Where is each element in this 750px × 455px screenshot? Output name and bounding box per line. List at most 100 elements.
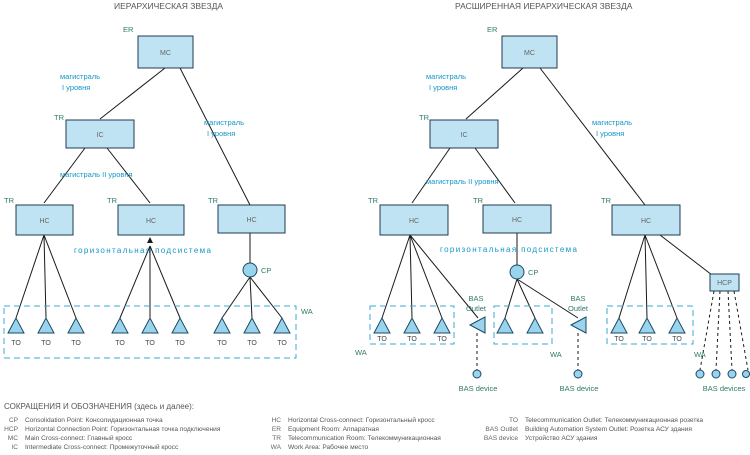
right-ic-label: IC — [461, 132, 468, 139]
right-hcp-box — [709, 273, 740, 292]
right-hc1-box — [379, 204, 449, 236]
right-bas-outlet-1-line1: BAS — [468, 294, 483, 303]
left-horizontal-label: горизонтальная подсистема — [74, 246, 212, 255]
right-bas-device-2-label: BAS device — [560, 384, 599, 393]
right-hc1-label: HC — [409, 218, 419, 225]
right-to-3-label: TO — [437, 336, 447, 343]
right-ic-hc2-link — [474, 147, 516, 204]
left-mc-box — [137, 35, 194, 69]
left-hc1-to3-link — [43, 234, 77, 319]
left-to-9-icon — [273, 316, 291, 334]
right-wa-area-2 — [493, 305, 553, 345]
left-to-2-label: TO — [41, 340, 51, 347]
legend-desc: Work Area: Рабочее место — [288, 443, 369, 451]
right-tr-label-ic: TR — [419, 113, 430, 122]
right-tr-label-hc2: TR — [473, 196, 484, 205]
right-ic-hc1-link — [411, 147, 451, 204]
legend-desc: Main Cross-connect: Главный кросс — [25, 434, 133, 442]
right-bas-device-1-label: BAS device — [459, 384, 498, 393]
right-to-6-icon — [610, 316, 628, 334]
right-hcp-dev2-link — [715, 290, 721, 371]
right-to-1-icon — [373, 316, 391, 334]
left-to-3-icon — [67, 316, 85, 334]
right-wa-label-2: WA — [550, 350, 562, 359]
right-backbone1-b-line1: магистраль — [592, 118, 632, 127]
left-to-7-label: TO — [217, 340, 227, 347]
right-hcp-dev3-link — [727, 290, 733, 371]
left-to-6-label: TO — [175, 340, 185, 347]
right-to-7-icon — [638, 316, 656, 334]
left-wa-area — [3, 305, 297, 359]
left-tr-label-hc2: TR — [107, 196, 118, 205]
right-bas-outlet-2-icon — [569, 316, 587, 334]
legend-abbr: TO — [509, 417, 518, 424]
right-mc-ic-link — [465, 67, 524, 120]
right-backbone2-label: магистраль II уровня — [426, 177, 499, 186]
right-tr-label-hc3: TR — [601, 196, 612, 205]
legend-desc: Building Automation System Outlet: Розет… — [525, 426, 692, 433]
left-to-3-label: TO — [71, 340, 81, 347]
left-hc2-label: HC — [146, 218, 156, 225]
right-to-7-label: TO — [642, 336, 652, 343]
left-to-1-label: TO — [11, 340, 21, 347]
legend-abbr: CP — [9, 417, 19, 424]
left-backbone1-a-line1: магистраль — [60, 72, 100, 81]
left-to-group-2: TO TO TO — [111, 316, 189, 347]
right-hc1-to2-link — [409, 234, 413, 319]
right-to-2-icon — [403, 316, 421, 334]
right-hc1-to3-link — [409, 234, 443, 319]
left-to-4-label: TO — [115, 340, 125, 347]
legend-abbr: HCP — [4, 426, 19, 433]
right-wa-label-1: WA — [355, 348, 367, 357]
left-to-5-label: TO — [145, 340, 155, 347]
legend-abbr: ER — [272, 426, 281, 433]
right-er-label: ER — [487, 25, 498, 34]
legend: СОКРАЩЕНИЯ И ОБОЗНАЧЕНИЯ (здесь и далее)… — [4, 402, 703, 451]
right-hc1-to1-link — [381, 234, 411, 319]
legend-desc: Consolidation Point: Консолидационная то… — [25, 417, 163, 424]
left-diagram: ИЕРАРХИЧЕСКАЯ ЗВЕЗДА ER MC TR IC TR HC T… — [3, 1, 313, 359]
left-tr-label-hc3: TR — [208, 196, 219, 205]
left-cp-to3-link — [249, 276, 283, 319]
left-hc3-label: HC — [246, 217, 256, 224]
left-to-group-3: TO TO TO — [213, 316, 291, 347]
legend-desc: Horizontal Connection Point: Горизонталь… — [25, 426, 221, 433]
left-backbone1-b-line1: магистраль — [204, 118, 244, 127]
legend-col-3: TO Telecommunication Outlet: Телекоммуни… — [484, 417, 704, 442]
left-backbone2-label: магистраль II уровня — [60, 170, 133, 179]
right-mc-hc3-link — [539, 67, 646, 206]
left-ic-box — [65, 119, 135, 149]
right-to-4-icon — [496, 316, 514, 334]
right-to-8-icon — [668, 316, 686, 334]
right-bas-outlet-1-line2: Outlet — [466, 304, 487, 313]
left-hc2-box — [117, 204, 185, 236]
right-backbone1-b-line2: I уровня — [596, 129, 624, 138]
legend-abbr: IC — [11, 444, 18, 451]
right-hcp-label: HCP — [717, 280, 732, 287]
right-hc3-to1-link — [618, 234, 646, 319]
left-mc-hc3-link — [179, 67, 251, 206]
left-cp-to1-link — [221, 276, 251, 319]
right-backbone1-a-line2: I уровня — [429, 83, 457, 92]
left-ic-label: IC — [97, 132, 104, 139]
left-tr-label-ic: TR — [54, 113, 65, 122]
left-hc2-to3-link — [149, 245, 181, 319]
left-to-8-label: TO — [247, 340, 257, 347]
legend-desc: Устройство АСУ здания — [525, 434, 598, 442]
left-to-5-icon — [141, 316, 159, 334]
legend-heading: СОКРАЩЕНИЯ И ОБОЗНАЧЕНИЯ (здесь и далее)… — [4, 402, 194, 411]
right-bas-device-5-icon — [727, 369, 737, 379]
left-to-4-icon — [111, 316, 129, 334]
right-cp-label: CP — [528, 268, 538, 277]
legend-abbr: BAS device — [484, 435, 518, 442]
legend-col-2: HC Horizontal Cross-connect: Горизонталь… — [271, 416, 442, 451]
left-hc2-to1-link — [119, 245, 151, 319]
left-title: ИЕРАРХИЧЕСКАЯ ЗВЕЗДА — [114, 1, 223, 11]
right-bas-device-3-icon — [695, 369, 705, 379]
left-backbone1-b-line2: I уровня — [207, 129, 235, 138]
legend-desc: Intermediate Cross-connect: Промежуточны… — [25, 443, 179, 451]
legend-desc: Horizontal Cross-connect: Горизонтальный… — [288, 416, 435, 424]
left-cp-label: CP — [261, 266, 271, 275]
legend-abbr: BAS Outlet — [485, 426, 518, 433]
